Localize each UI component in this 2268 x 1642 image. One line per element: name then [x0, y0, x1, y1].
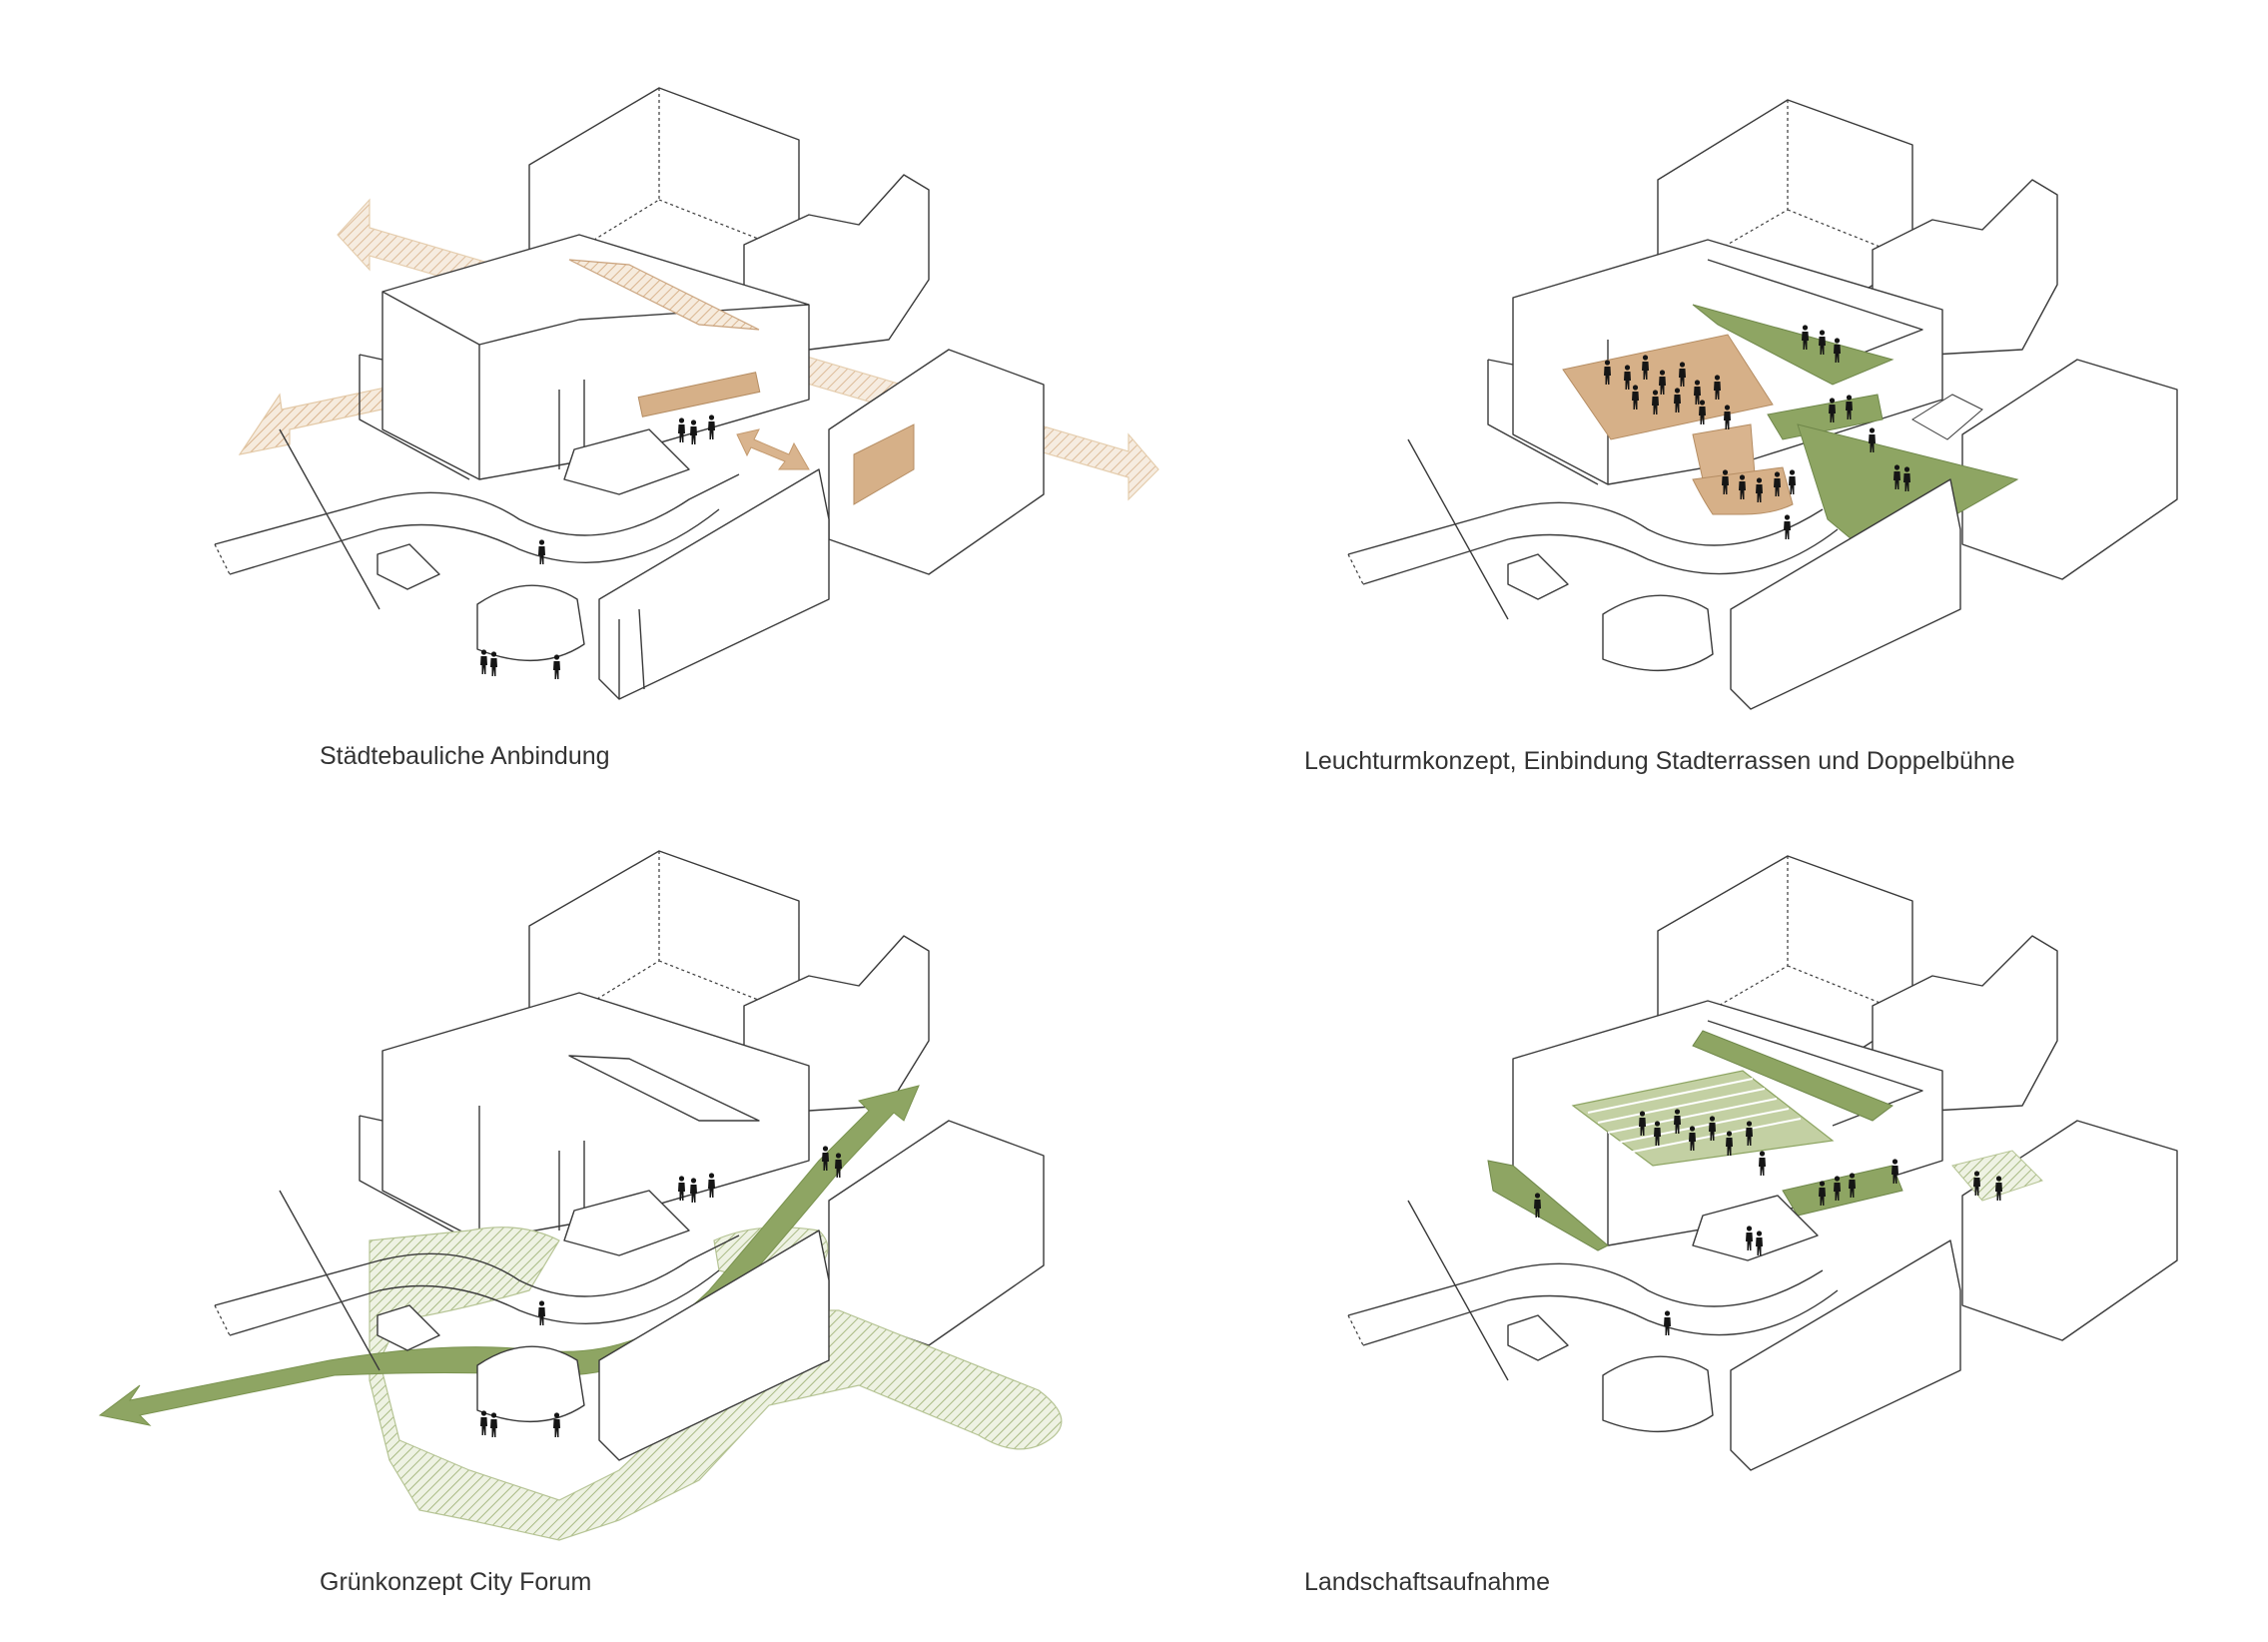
green-roof-band	[1692, 1030, 1894, 1122]
pavilion-round	[476, 1345, 585, 1423]
kiosk	[377, 1304, 440, 1351]
plaza-low-block	[563, 1190, 690, 1256]
green-terrace	[1767, 394, 1884, 440]
kiosk	[1507, 553, 1569, 600]
green-roof	[1692, 304, 1894, 386]
kiosk	[377, 543, 440, 590]
person	[1789, 469, 1796, 494]
plaza-low-block	[563, 428, 690, 495]
block-front-right	[1730, 1239, 1961, 1471]
pavilion-round	[476, 584, 585, 662]
person	[538, 539, 545, 564]
person	[1664, 1310, 1671, 1335]
plaza-low-block	[1692, 1195, 1819, 1261]
west-arrow-hatched	[238, 384, 405, 455]
diagram-gruenkonzept	[98, 850, 1063, 1541]
building-far-right	[1961, 1120, 2178, 1341]
pavilion-round	[1602, 594, 1714, 672]
terrace-ochre-upper	[1562, 334, 1774, 440]
diagram-landschaftsaufnahme	[1347, 855, 2178, 1471]
caption-staedtebauliche-anbindung: Städtebauliche Anbindung	[320, 742, 610, 770]
block-front-right	[598, 1230, 830, 1461]
building-far-right	[1961, 359, 2178, 580]
link-double-arrow	[736, 428, 810, 470]
diagram-leuchturmkonzept	[1347, 99, 2178, 710]
caption-landschaftsaufnahme: Landschaftsaufnahme	[1304, 1568, 1551, 1596]
person	[1784, 514, 1791, 539]
pedestrian-line	[279, 428, 380, 610]
diagram-staedtebauliche-anbindung	[214, 87, 1159, 700]
green-terrace-left	[1487, 1160, 1609, 1251]
terrace-ochre	[637, 372, 761, 417]
caption-gruenkonzept: Grünkonzept City Forum	[320, 1568, 592, 1596]
panel-leuchturmkonzept: Leuchturmkonzept, Einbindung Stadterrass…	[1134, 0, 2268, 819]
caption-leuchturmkonzept: Leuchturmkonzept, Einbindung Stadterrass…	[1304, 747, 2015, 775]
panel-staedtebauliche-anbindung: Städtebauliche Anbindung	[0, 0, 1159, 819]
green-steps	[1571, 1070, 1835, 1167]
person	[538, 1300, 545, 1325]
panel-landschaftsaufnahme: Landschaftsaufnahme	[1134, 821, 2268, 1642]
panel-gruenkonzept: Grünkonzept City Forum	[0, 821, 1134, 1642]
green-terrace-right	[1782, 1165, 1903, 1217]
kiosk	[1507, 1314, 1569, 1361]
building-far-right	[828, 1120, 1045, 1346]
block-front-right	[598, 468, 830, 700]
pavilion-round	[1602, 1355, 1714, 1433]
block-front-right	[1730, 478, 1961, 710]
